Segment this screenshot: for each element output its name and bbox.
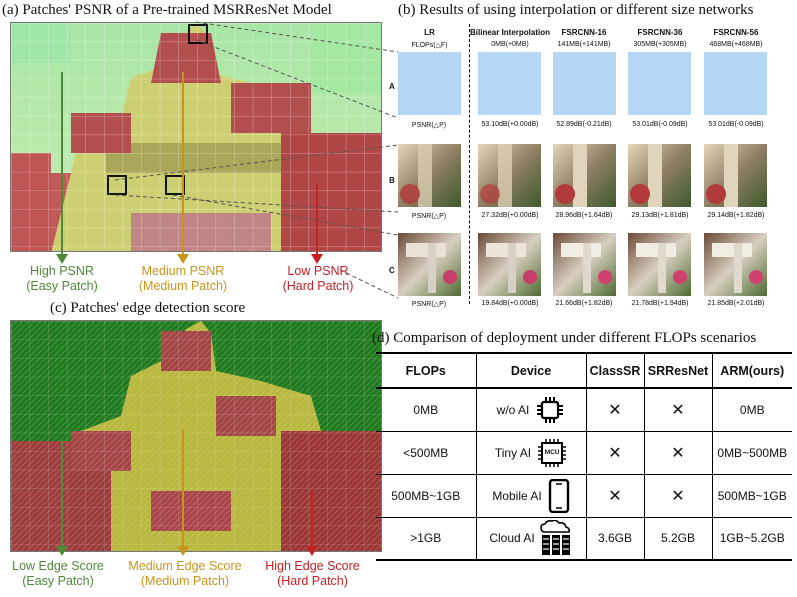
flops-fsrcnn36: 305MB(+305MB) bbox=[633, 41, 687, 48]
edge-score-image bbox=[10, 320, 382, 552]
device-label: Mobile AI bbox=[492, 488, 542, 503]
thumb-c-fsrcnn36 bbox=[628, 233, 691, 296]
thumb-c-lr bbox=[398, 233, 461, 296]
thumb-b-lr bbox=[398, 144, 461, 207]
cell-device: Cloud AI bbox=[476, 517, 587, 561]
high-edge-score-label: High Edge Score(Hard Patch) bbox=[265, 559, 360, 588]
table-row: >1GB Cloud AI bbox=[376, 517, 792, 561]
row-label-c: C bbox=[389, 266, 395, 275]
flops-bilinear: 0MB(+0MB) bbox=[491, 41, 529, 48]
medium-edge-score-label: Medium Edge Score(Medium Patch) bbox=[128, 559, 242, 588]
psnr-c-fsrcnn56: 21.85dB(+2.01dB) bbox=[707, 300, 765, 307]
cell-arm: 0MB bbox=[712, 388, 792, 432]
thumb-b-bilinear bbox=[478, 144, 541, 207]
thumb-c-fsrcnn56 bbox=[704, 233, 767, 296]
mcu-icon-text: MCU bbox=[544, 448, 560, 456]
mcu-icon: MCU bbox=[537, 438, 567, 468]
cell-device: Mobile AI bbox=[476, 474, 587, 518]
thumb-b-fsrcnn36 bbox=[628, 144, 691, 207]
cell-flops: 500MB~1GB bbox=[376, 474, 477, 518]
device-label: w/o AI bbox=[496, 402, 530, 417]
col-header-bilinear: Bilinear Interpolation bbox=[470, 28, 551, 37]
thumb-a-bilinear bbox=[478, 52, 541, 115]
cell-srresnet: ✕ bbox=[644, 388, 713, 432]
comparison-table: FLOPs Device ClassSR SRResNet ARM(ours) … bbox=[376, 352, 792, 561]
thumb-a-fsrcnn56 bbox=[704, 52, 767, 115]
panel-a-arrows bbox=[56, 21, 399, 299]
psnr-c-lr: PSNR(△P) bbox=[411, 301, 447, 308]
panel-b-caption: (b) Results of using interpolation or di… bbox=[398, 2, 754, 18]
cell-srresnet: 5.2GB bbox=[644, 517, 713, 561]
thumb-c-bilinear bbox=[478, 233, 541, 296]
psnr-b-fsrcnn36: 29.13dB(+1.81dB) bbox=[631, 212, 689, 219]
flops-fsrcnn56: 468MB(+468MB) bbox=[709, 41, 763, 48]
table-row: 0MB w/o AI ✕ ✕ 0MB bbox=[376, 388, 792, 432]
high-psnr-label: High PSNR(Easy Patch) bbox=[26, 264, 98, 293]
cell-flops: <500MB bbox=[376, 431, 477, 475]
thumb-a-lr bbox=[398, 52, 461, 115]
cell-device: w/o AI bbox=[476, 388, 587, 432]
psnr-c-bilinear: 19.84dB(+0.00dB) bbox=[481, 300, 539, 307]
cell-classsr: ✕ bbox=[586, 431, 645, 475]
low-edge-score-label: Low Edge Score(Easy Patch) bbox=[12, 559, 104, 588]
cell-classsr: ✕ bbox=[586, 474, 645, 518]
phone-icon bbox=[548, 478, 569, 513]
panel-c-caption: (c) Patches' edge detection score bbox=[50, 300, 246, 316]
col-header-lr: LR bbox=[424, 28, 435, 37]
thumb-c-fsrcnn16 bbox=[553, 233, 616, 296]
low-psnr-label: Low PSNR(Hard Patch) bbox=[282, 264, 354, 293]
th-srresnet: SRResNet bbox=[644, 354, 713, 389]
flops-fsrcnn16: 141MB(+141MB) bbox=[557, 41, 611, 48]
cell-flops: >1GB bbox=[376, 517, 477, 561]
psnr-b-bilinear: 27.32dB(+0.00dB) bbox=[481, 212, 539, 219]
table-header-row: FLOPs Device ClassSR SRResNet ARM(ours) bbox=[376, 354, 792, 389]
psnr-c-fsrcnn16: 21.66dB(+1.82dB) bbox=[555, 300, 613, 307]
psnr-c-fsrcnn36: 21.78dB(+1.94dB) bbox=[631, 300, 689, 307]
row-label-b: B bbox=[389, 176, 395, 185]
col-header-fsrcnn36: FSRCNN-36 bbox=[637, 28, 683, 37]
psnr-heatmap-image bbox=[10, 22, 382, 252]
cloud-server-icon bbox=[539, 520, 570, 556]
panel-d-caption: (d) Comparison of deployment under diffe… bbox=[372, 330, 757, 346]
cell-arm: 0MB~500MB bbox=[712, 431, 792, 475]
separator-line bbox=[469, 24, 470, 304]
row-label-a: A bbox=[389, 82, 395, 91]
psnr-a-fsrcnn56: 53.01dB(-0.09dB) bbox=[708, 121, 764, 128]
psnr-b-fsrcnn16: 28.96dB(+1.64dB) bbox=[555, 212, 613, 219]
flops-lr: FLOPs(△F) bbox=[411, 42, 448, 49]
cell-flops: 0MB bbox=[376, 388, 477, 432]
panel-c-arrows bbox=[56, 430, 318, 556]
cell-classsr: 3.6GB bbox=[586, 517, 645, 561]
th-classsr: ClassSR bbox=[586, 354, 645, 389]
thumb-b-fsrcnn16 bbox=[553, 144, 616, 207]
device-label: Cloud AI bbox=[489, 531, 535, 546]
psnr-a-lr: PSNR(△P) bbox=[411, 122, 447, 129]
psnr-b-fsrcnn56: 29.14dB(+1.82dB) bbox=[707, 212, 765, 219]
col-header-fsrcnn56: FSRCNN-56 bbox=[713, 28, 759, 37]
device-label: Tiny AI bbox=[494, 445, 532, 460]
col-header-fsrcnn16: FSRCNN-16 bbox=[561, 28, 607, 37]
cell-arm: 1GB~5.2GB bbox=[712, 517, 792, 561]
cell-arm: 500MB~1GB bbox=[712, 474, 792, 518]
table-row: <500MB Tiny AI bbox=[376, 431, 792, 475]
psnr-a-fsrcnn36: 53.01dB(-0.09dB) bbox=[632, 121, 688, 128]
psnr-a-fsrcnn16: 52.89dB(-0.21dB) bbox=[556, 121, 612, 128]
psnr-a-bilinear: 53.10dB(+0.00dB) bbox=[481, 121, 539, 128]
th-device: Device bbox=[476, 354, 587, 389]
cell-device: Tiny AI MCU bbox=[476, 431, 587, 475]
th-arm: ARM(ours) bbox=[712, 354, 792, 389]
th-flops: FLOPs bbox=[376, 354, 477, 389]
cell-classsr: ✕ bbox=[586, 388, 645, 432]
thumb-a-fsrcnn36 bbox=[628, 52, 691, 115]
cell-srresnet: ✕ bbox=[644, 431, 713, 475]
chip-icon bbox=[537, 396, 564, 423]
table-row: 500MB~1GB Mobile AI ✕ ✕ 500MB~1GB bbox=[376, 474, 792, 518]
psnr-b-lr: PSNR(△P) bbox=[411, 213, 447, 220]
panel-a-caption: (a) Patches' PSNR of a Pre-trained MSRRe… bbox=[2, 2, 332, 18]
medium-psnr-label: Medium PSNR(Medium Patch) bbox=[138, 264, 228, 293]
cell-srresnet: ✕ bbox=[644, 474, 713, 518]
thumb-a-fsrcnn16 bbox=[553, 52, 616, 115]
thumb-b-fsrcnn56 bbox=[704, 144, 767, 207]
